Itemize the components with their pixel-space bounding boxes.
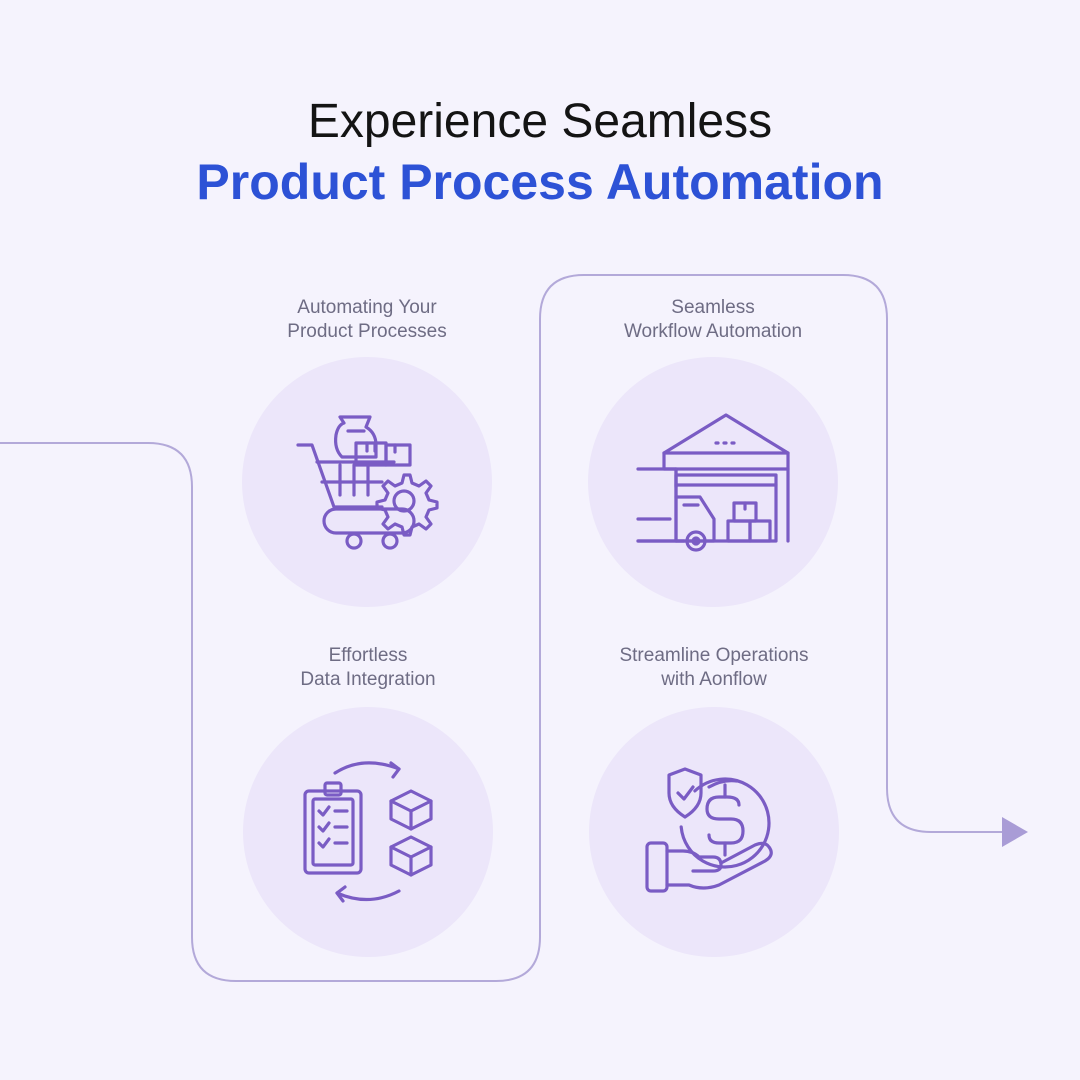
page-title-line-1: Experience Seamless xyxy=(307,95,773,148)
step-2-label: Seamless Workflow Automation xyxy=(553,296,873,344)
warehouse-truck-icon xyxy=(636,413,790,552)
step-3-label: Effortless Data Integration xyxy=(208,644,528,692)
step-1-label: Automating Your Product Processes xyxy=(207,296,527,344)
arrow-head-icon xyxy=(1002,817,1028,847)
step-2-icon-circle xyxy=(588,357,838,607)
step-3-label-line-2: Data Integration xyxy=(300,669,436,690)
step-4-icon-circle xyxy=(589,707,839,957)
shopping-cart-gear-icon xyxy=(296,415,439,550)
step-4-label: Streamline Operations with Aonflow xyxy=(554,644,874,692)
step-1-label-line-1: Automating Your xyxy=(297,297,437,318)
step-2-label-line-2: Workflow Automation xyxy=(623,321,803,342)
step-4-label-line-2: with Aonflow xyxy=(661,669,767,690)
step-4-label-line-1: Streamline Operations xyxy=(619,645,809,666)
hand-coin-shield-icon xyxy=(645,767,773,893)
step-2-label-line-1: Seamless xyxy=(671,297,755,318)
step-1-label-line-2: Product Processes xyxy=(287,321,447,342)
step-3-label-line-1: Effortless xyxy=(328,645,408,666)
clipboard-boxes-sync-icon xyxy=(303,761,433,903)
page-title-line-2: Product Process Automation xyxy=(196,154,884,210)
step-1-icon-circle xyxy=(242,357,492,607)
step-3-icon-circle xyxy=(243,707,493,957)
